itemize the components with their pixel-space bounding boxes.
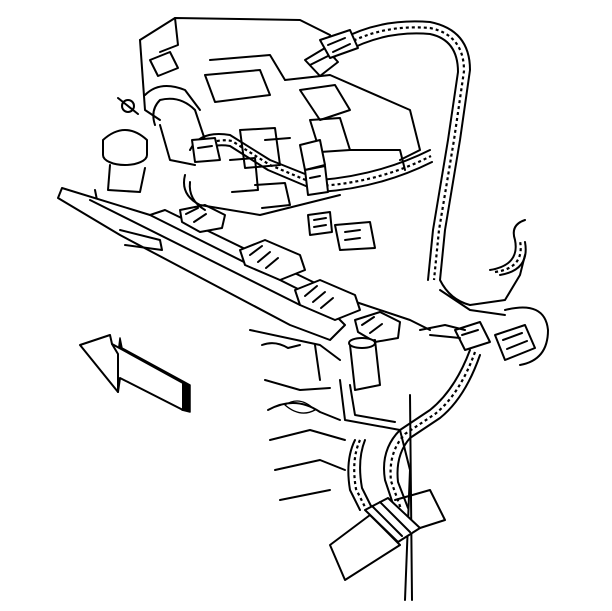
oil-filler-cap <box>94 129 148 216</box>
harness-connectors-upper <box>191 29 376 251</box>
engine-block <box>139 17 421 209</box>
right-connector-cluster <box>419 219 549 366</box>
fuel-rail <box>57 187 431 341</box>
lower-hose <box>329 489 446 581</box>
intake-hose <box>117 85 206 166</box>
front-engine-lower <box>249 329 346 501</box>
filter-canister <box>339 337 413 601</box>
lower-harness <box>347 349 481 511</box>
direction-arrow-icon <box>79 334 191 413</box>
injector-connectors <box>179 204 401 343</box>
